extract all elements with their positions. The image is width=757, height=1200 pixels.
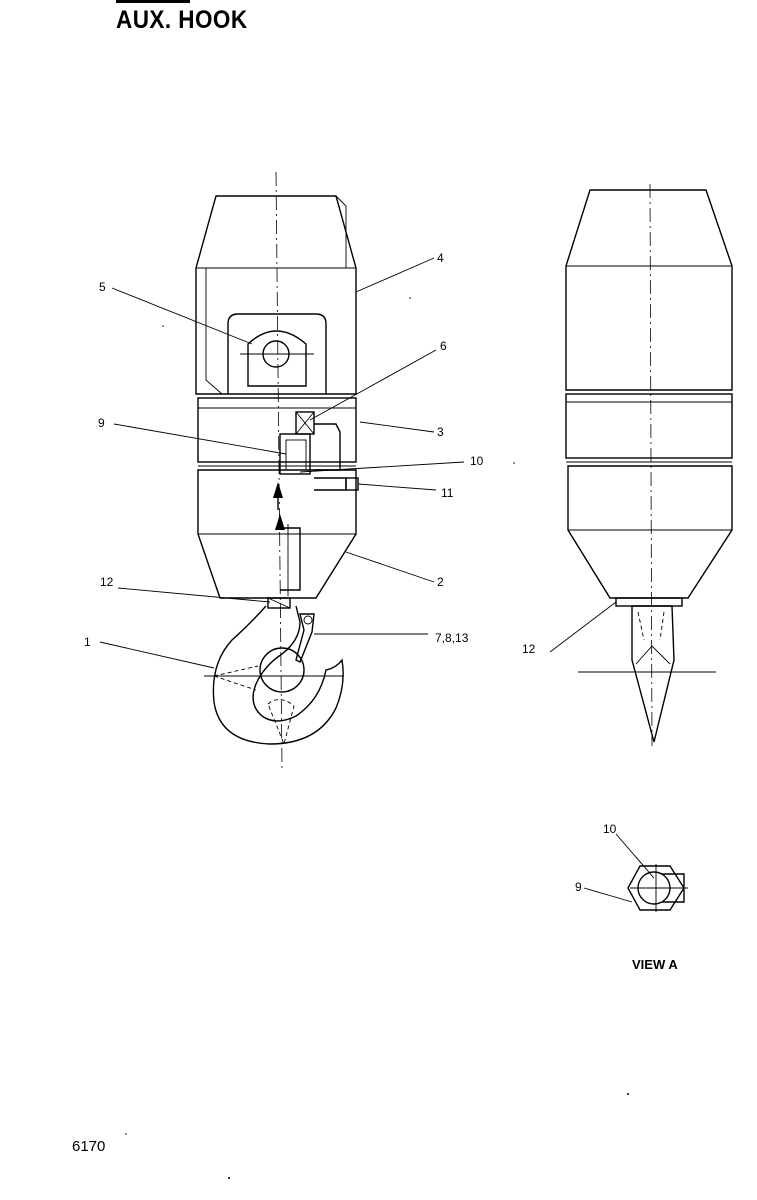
leader-view-9 [583,887,633,903]
page-title: AUX. HOOK [116,6,248,34]
callout-2: 2 [437,575,444,589]
leader-6 [309,349,437,421]
hook-throat [259,647,305,693]
crosshead-nut [279,433,311,475]
arrow-upper [273,482,283,498]
view-a: VIEW A [627,864,688,972]
speck [409,297,411,299]
safety-latch [295,613,315,663]
callout-5: 5 [99,280,106,294]
side-hook-inner [637,611,665,641]
hook-body [212,605,344,745]
side-middle-band [565,393,733,459]
leader-4 [355,257,435,293]
title-rule [116,0,190,3]
leader-lines [99,257,655,903]
callout-labels: 1 2 3 4 5 6 7,8,13 9 10 11 12 12 10 9 [84,251,617,894]
view-a-hex-nut [627,865,685,911]
speck [627,1093,629,1095]
leader-1 [99,641,215,669]
front-top-bevel [335,195,347,268]
callout-6: 6 [440,339,447,353]
shank-sleeve [280,527,301,591]
front-top-inner-edge [205,268,223,395]
side-lower-body [567,465,733,599]
leader-9 [113,423,287,455]
side-hook-profile [631,605,675,743]
bottom-nut-cross [267,597,291,609]
side-bottom-plate [615,597,683,607]
speck [513,462,515,464]
sheave-lug [247,330,307,387]
leader-view-10 [615,833,655,879]
page-number: 6170 [72,1138,105,1155]
sheave-window [227,313,327,394]
callout-1: 1 [84,635,91,649]
view-a-label: VIEW A [632,957,678,972]
side-top-housing [565,189,733,391]
callout-view-10: 10 [603,822,617,836]
callout-4: 4 [437,251,444,265]
callout-9: 9 [98,416,105,430]
callout-side-12: 12 [522,642,536,656]
speck [162,325,164,327]
arrow-lower [275,514,285,530]
side-centerline [649,183,653,747]
front-top-housing [195,195,357,395]
leader-side-12 [549,601,617,653]
crosshead-housing [314,423,341,471]
front-view [195,171,359,769]
leader-10 [299,461,465,473]
leader-12 [117,587,271,603]
leader-2 [345,551,435,583]
leader-5 [111,287,253,345]
hook-section-left [213,665,259,691]
bottom-nut [267,597,291,609]
crosshead-inner [285,439,307,471]
leader-11 [357,483,437,491]
set-screw [314,477,347,491]
latch-pin [303,615,313,625]
callout-view-9: 9 [575,880,582,894]
callout-3: 3 [437,425,444,439]
speck [125,1133,127,1135]
front-middle-band [197,397,357,463]
callout-10: 10 [470,454,484,468]
side-hook-v [635,645,671,665]
speck [228,1177,230,1179]
hook-section-bottom [267,699,295,746]
leader-3 [359,421,435,433]
callout-12: 12 [100,575,114,589]
callout-11: 11 [441,486,454,500]
scan-specks [125,297,629,1179]
bearing-cross-2 [295,411,315,435]
side-view [565,183,733,747]
callout-7813: 7,8,13 [435,631,469,645]
